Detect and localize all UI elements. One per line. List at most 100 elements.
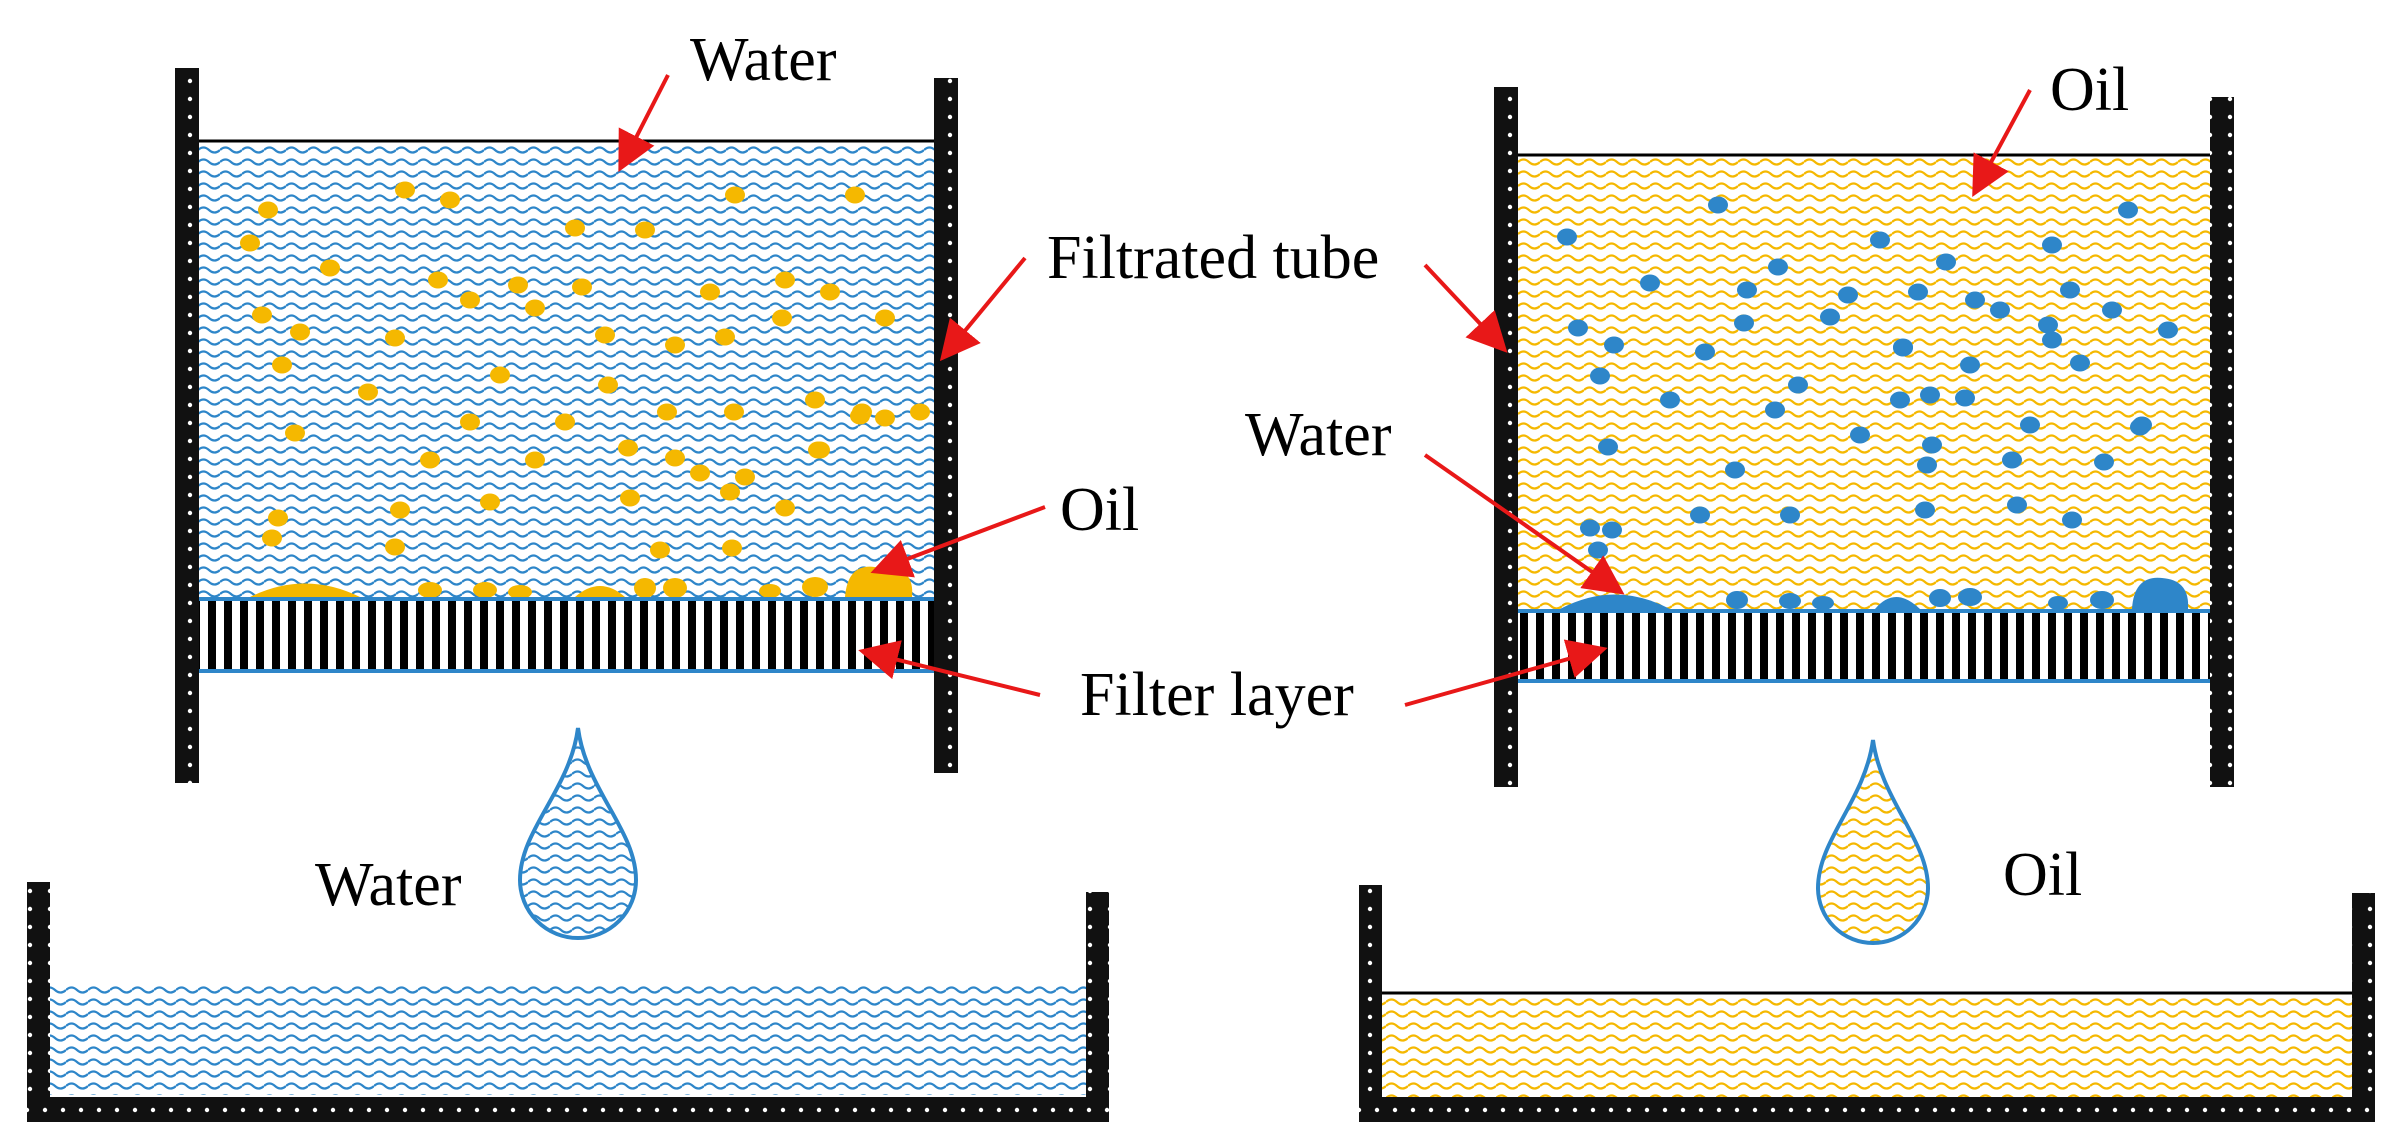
right-tube-water-droplets <box>1557 196 2178 559</box>
water-droplet <box>1734 314 1754 332</box>
arrow-filter-layer-left <box>858 640 1041 697</box>
oil-droplet <box>565 219 585 237</box>
water-droplet <box>1893 338 1913 356</box>
water-droplet <box>1765 401 1785 419</box>
oil-droplet <box>845 186 865 204</box>
oil-droplet <box>385 329 405 347</box>
label-oil-left: Oil <box>1060 476 1139 544</box>
water-droplet <box>1695 343 1715 361</box>
oil-droplet <box>875 309 895 327</box>
oil-droplet <box>285 424 305 442</box>
oil-droplet <box>775 271 795 289</box>
oil-droplet <box>385 538 405 556</box>
oil-droplet <box>875 409 895 427</box>
water-droplet <box>1580 519 1600 537</box>
arrow-filter-layer-right <box>1404 639 1608 707</box>
water-droplet <box>1590 367 1610 385</box>
arrow-filtrated-tube-left <box>939 256 1027 362</box>
right-falling-oil-droplet-icon <box>1815 739 1931 945</box>
oil-droplet <box>722 539 742 557</box>
label-oil-bottom-right: Oil <box>2003 841 2082 909</box>
water-droplet <box>1955 389 1975 407</box>
water-droplet <box>2118 201 2138 219</box>
arrow-filtrated-tube-right <box>1423 263 1508 353</box>
water-droplet <box>1915 501 1935 519</box>
label-oil-top-right: Oil <box>2050 56 2129 124</box>
water-droplet <box>1820 308 1840 326</box>
oil-droplet <box>395 181 415 199</box>
oil-droplet <box>358 383 378 401</box>
water-droplet <box>2038 316 2058 334</box>
water-droplet <box>1737 281 1757 299</box>
water-droplet <box>1640 274 1660 292</box>
water-droplet <box>2094 453 2114 471</box>
water-droplet <box>1960 356 1980 374</box>
label-filter-layer: Filter layer <box>1080 661 1354 729</box>
oil-droplet <box>420 451 440 469</box>
oil-droplet <box>572 278 592 296</box>
oil-droplet <box>620 489 640 507</box>
right-filtration-tube <box>1494 87 2234 787</box>
left-tray-bottom <box>27 1097 1109 1122</box>
water-droplet <box>1725 461 1745 479</box>
water-droplet <box>2060 281 2080 299</box>
oil-droplet <box>735 468 755 486</box>
oil-droplet <box>525 451 545 469</box>
label-water-right: Water <box>1245 401 1392 469</box>
water-droplet <box>1908 283 1928 301</box>
water-droplet <box>1917 456 1937 474</box>
arrow-water-top-left <box>618 74 670 173</box>
oil-droplet <box>320 259 340 277</box>
water-droplet <box>2070 354 2090 372</box>
water-droplet <box>1708 196 1728 214</box>
water-droplet <box>1690 506 1710 524</box>
water-droplet <box>1568 319 1588 337</box>
oil-droplet <box>724 403 744 421</box>
water-droplet <box>1922 436 1942 454</box>
water-droplet <box>2102 301 2122 319</box>
left-tube-left-wall <box>175 68 199 783</box>
right-tube-settled-water <box>1560 577 2189 610</box>
arrow-water-right <box>1423 453 1625 595</box>
left-filter-layer <box>199 599 934 671</box>
arrow-oil-left <box>870 505 1046 578</box>
water-droplet <box>2020 416 2040 434</box>
label-water-top-left: Water <box>690 26 837 94</box>
water-droplet <box>2158 321 2178 339</box>
water-droplet <box>1602 521 1622 539</box>
oil-droplet <box>598 376 618 394</box>
water-droplet <box>1850 426 1870 444</box>
right-filter-layer <box>1518 611 2210 681</box>
oil-droplet <box>665 336 685 354</box>
oil-droplet <box>272 356 292 374</box>
left-tray-water-fill <box>50 985 1086 1095</box>
oil-droplet <box>460 291 480 309</box>
oil-droplet <box>525 299 545 317</box>
water-droplet <box>2042 236 2062 254</box>
right-tray-bottom <box>1359 1097 2375 1122</box>
water-droplet <box>1838 286 1858 304</box>
left-tube-water-fill <box>199 141 934 597</box>
oil-droplet <box>820 283 840 301</box>
right-tray-oil-fill <box>1382 993 2352 1097</box>
left-collection-tray <box>27 882 1109 1122</box>
oil-droplet <box>508 276 528 294</box>
water-droplet <box>1588 541 1608 559</box>
oil-droplet <box>715 328 735 346</box>
water-droplet <box>2002 451 2022 469</box>
oil-droplet <box>480 493 500 511</box>
oil-droplet <box>700 283 720 301</box>
oil-droplet <box>720 483 740 501</box>
oil-droplet <box>910 403 930 421</box>
left-falling-water-droplet-icon <box>517 727 639 940</box>
water-droplet <box>1780 506 1800 524</box>
right-tube-left-wall <box>1494 87 1518 787</box>
oil-droplet <box>595 326 615 344</box>
left-tray-left-wall <box>27 882 50 1122</box>
oil-droplet <box>657 403 677 421</box>
oil-droplet <box>555 413 575 431</box>
water-droplet <box>2062 511 2082 529</box>
oil-droplet <box>262 529 282 547</box>
oil-droplet <box>665 449 685 467</box>
right-tube-right-wall <box>2210 97 2234 787</box>
